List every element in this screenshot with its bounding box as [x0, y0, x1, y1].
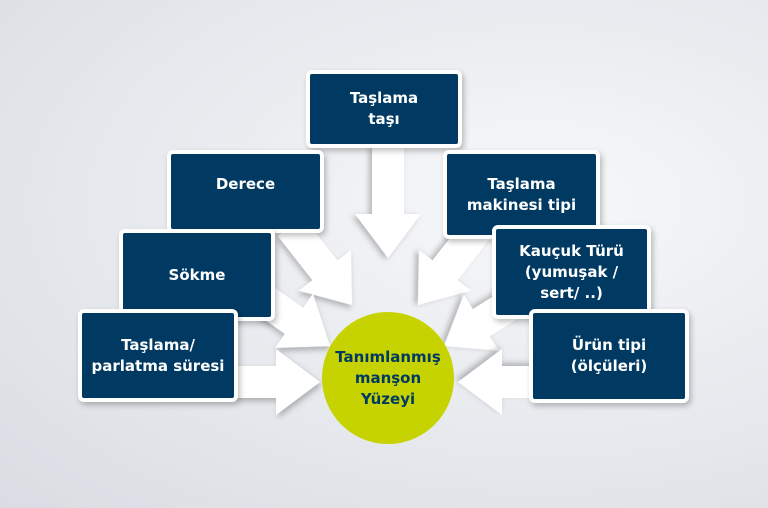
- factor-label: (ölçüleri): [570, 357, 648, 375]
- factor-box-rubber-type: Kauçuk Türü (yumuşak / sert/ ..): [492, 225, 651, 319]
- factor-label: sert/ ..): [540, 283, 603, 302]
- center-label: Tanımlanmış: [335, 347, 441, 366]
- center-label: manşon: [354, 368, 422, 387]
- factor-label: (yumuşak /: [524, 262, 619, 281]
- factor-label: makinesi tipi: [466, 195, 577, 214]
- factor-label: Derece: [215, 175, 276, 193]
- factor-label: taşı: [368, 110, 400, 128]
- factor-box-removal: Sökme: [119, 229, 275, 321]
- factor-label: Taşlama/: [121, 335, 195, 354]
- arrow: [458, 349, 533, 415]
- arrow: [277, 216, 352, 305]
- factor-label: Ürün tipi: [571, 336, 647, 354]
- factor-label: Taşlama: [349, 89, 419, 107]
- center-label: Yüzeyi: [360, 389, 416, 408]
- factor-box-product-type: Ürün tipi (ölçüleri): [529, 309, 689, 403]
- center-result-circle: Tanımlanmış manşon Yüzeyi: [322, 312, 454, 444]
- arrow: [355, 146, 421, 258]
- arrow: [235, 349, 320, 415]
- factor-label: parlatma süresi: [91, 356, 225, 375]
- factor-label: Kauçuk Türü: [519, 241, 624, 260]
- factor-box-degree: Derece: [167, 150, 324, 233]
- factor-label: Sökme: [168, 265, 226, 284]
- factor-box-grinding-time: Taşlama/ parlatma süresi: [78, 309, 238, 402]
- factor-box-grinding-stone: Taşlama taşı: [306, 70, 462, 148]
- factor-label: Taşlama: [487, 174, 556, 193]
